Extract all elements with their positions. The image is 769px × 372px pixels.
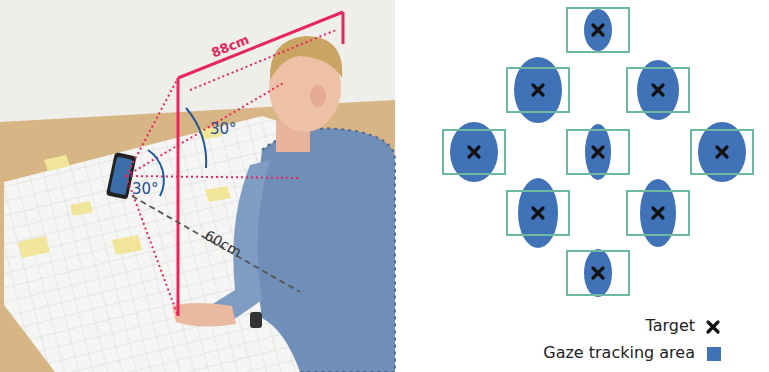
shirt-check bbox=[262, 129, 395, 372]
cross-symbol bbox=[593, 25, 603, 35]
angle-label: 30° bbox=[210, 120, 237, 138]
target bbox=[443, 122, 505, 182]
sight-line bbox=[126, 82, 285, 176]
gaze-area bbox=[514, 57, 562, 123]
target bbox=[567, 124, 629, 180]
target bbox=[627, 60, 689, 120]
sight-line bbox=[126, 176, 300, 178]
paper-grid bbox=[4, 116, 395, 372]
gaze-area bbox=[640, 179, 676, 247]
legend-text: Target bbox=[646, 316, 696, 335]
cross-symbol bbox=[708, 322, 718, 332]
target-grid bbox=[443, 8, 753, 297]
target-legend-sample bbox=[708, 322, 718, 332]
shirt bbox=[256, 129, 395, 372]
sight-line bbox=[126, 176, 178, 316]
angle-arc bbox=[186, 108, 206, 168]
cross-symbol bbox=[469, 147, 479, 157]
target bbox=[627, 179, 689, 247]
angle-label: 30° bbox=[132, 180, 159, 198]
target-box bbox=[627, 191, 689, 235]
cross-symbol bbox=[533, 85, 543, 95]
yellow-marker bbox=[18, 236, 50, 258]
yellow-marker bbox=[70, 201, 93, 216]
frame-edge bbox=[177, 78, 180, 316]
yellow-marker bbox=[44, 155, 70, 171]
angle-label: 30° bbox=[210, 120, 237, 138]
yellow-marker bbox=[205, 186, 231, 202]
table bbox=[0, 100, 395, 372]
legend-text: Gaze tracking area bbox=[543, 343, 695, 362]
cross-symbol bbox=[653, 208, 663, 218]
distance-line bbox=[132, 196, 300, 292]
target-box bbox=[567, 130, 629, 174]
photo bbox=[0, 0, 395, 372]
ear bbox=[310, 85, 326, 107]
cross-symbol bbox=[533, 208, 543, 218]
gaze-area bbox=[584, 9, 612, 51]
phone-screen bbox=[110, 157, 133, 196]
legend-entry: Gaze tracking area bbox=[543, 343, 695, 362]
target bbox=[507, 57, 569, 123]
cross-symbol bbox=[593, 147, 603, 157]
target-box bbox=[507, 191, 569, 235]
dimension-line bbox=[190, 30, 336, 90]
target-box bbox=[567, 251, 629, 295]
gaze-area bbox=[584, 249, 612, 297]
cross-symbol bbox=[717, 147, 727, 157]
frame-edge bbox=[178, 12, 343, 78]
target bbox=[567, 8, 629, 52]
cross-symbol bbox=[593, 268, 603, 278]
target bbox=[691, 122, 753, 182]
wall bbox=[0, 0, 395, 372]
hand bbox=[172, 303, 236, 327]
legend-entry: Target bbox=[646, 316, 696, 335]
target-box bbox=[507, 68, 569, 112]
frame-edge bbox=[342, 12, 345, 44]
arm bbox=[200, 160, 270, 322]
cross-symbol bbox=[653, 85, 663, 95]
watch bbox=[250, 312, 262, 328]
target-box bbox=[443, 130, 505, 174]
measurement-lines bbox=[126, 12, 343, 316]
sight-line bbox=[126, 78, 178, 176]
target bbox=[567, 249, 629, 297]
yellow-marker bbox=[112, 235, 142, 255]
target-box bbox=[627, 68, 689, 112]
target-box bbox=[567, 8, 629, 52]
legend-swatch bbox=[707, 347, 721, 361]
angle-label: 30° bbox=[132, 180, 159, 198]
gaze-area bbox=[518, 178, 558, 248]
target-box bbox=[691, 130, 753, 174]
target bbox=[507, 178, 569, 248]
gaze-area bbox=[585, 124, 611, 180]
